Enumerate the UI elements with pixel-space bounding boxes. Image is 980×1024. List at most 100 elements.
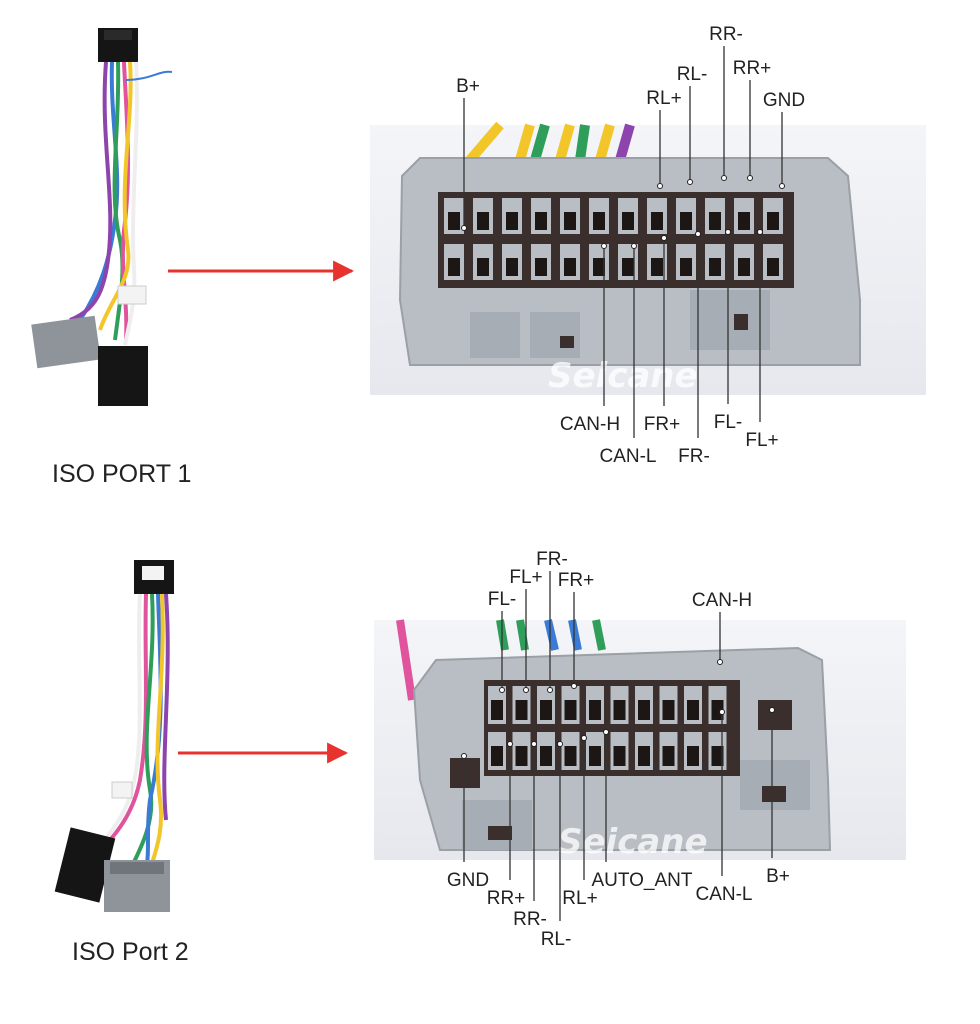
connector-1-pin-hole (535, 212, 547, 230)
port-2-bottom-pin-label: RR+ (487, 888, 526, 909)
connector-2-pin-hole (491, 700, 503, 720)
connector-2-pin-hole (638, 700, 650, 720)
port-2-top-pin-dot (571, 683, 577, 689)
watermark-1: Seicane (548, 356, 698, 396)
connector-2-pin-hole (711, 700, 724, 720)
connector-2-pin-hole (613, 700, 626, 720)
connector-1-pin-hole (477, 212, 489, 230)
port-1-top-pin-dot (657, 183, 663, 189)
connector-2-pin-hole (589, 700, 601, 720)
connector-2-pin-hole (687, 700, 699, 720)
port-2-bottom-pin-dot (581, 735, 587, 741)
connector-1-pin-hole (535, 258, 547, 276)
connector-1-pin-hole (593, 212, 605, 230)
port-2-bottom-pin-label: B+ (766, 866, 790, 887)
port-1-bottom-pin-dot (725, 229, 731, 235)
port-1-bottom-pin-dot (695, 231, 701, 237)
port-1-top-pin-label: RL- (677, 64, 708, 85)
connector-2-pin-hole (662, 700, 675, 720)
connector-1-pin-hole (709, 212, 721, 230)
port-2-bottom-pin-dot (557, 741, 563, 747)
port-1-top-pin-dot (779, 183, 785, 189)
connector-1-image (370, 121, 926, 395)
port-2-bottom-pin-label: RL- (541, 929, 572, 950)
connector-2-pin-hole (589, 746, 601, 766)
connector-1-pin-hole (477, 258, 489, 276)
port-1-bottom-pin-dot (661, 235, 667, 241)
port-2-bottom-pin-label: RR- (513, 909, 547, 930)
connector-2-pin-hole (711, 746, 724, 766)
port-1: ISO PORT 1 Seicane B+RL+RL-RR-RR+GNDCAN-… (31, 24, 926, 488)
watermark-2: Seicane (558, 822, 708, 862)
port-2-bottom-pin-label: AUTO_ANT (591, 870, 692, 891)
port-2-top-pin-label: FL- (488, 589, 517, 610)
connector-1-pin-hole (564, 212, 576, 230)
port-1-top-pin-label: B+ (456, 76, 480, 97)
connector-1-pin-hole (506, 258, 518, 276)
connector-2-pin-hole (687, 746, 699, 766)
connector-1-pin-hole (448, 258, 460, 276)
connector-1-pin-hole (709, 258, 721, 276)
connector-2-pin-hole (515, 700, 528, 720)
port-1-bottom-pin-label: FL- (714, 412, 743, 433)
port-1-bottom-pin-label: FR+ (644, 414, 680, 435)
port-1-bottom-pin-label: FR- (678, 446, 710, 467)
connector-1-pin-hole (738, 212, 750, 230)
connector-2-pin-hole (564, 746, 577, 766)
port-2-top-pin-label: CAN-H (692, 590, 752, 611)
port-1-bottom-pin-label: CAN-L (599, 446, 656, 467)
connector-2-pin-hole (540, 746, 552, 766)
port-2-top-pin-dot (717, 659, 723, 665)
connector-1-pin-hole (564, 258, 576, 276)
port-1-top-pin-dot (721, 175, 727, 181)
port-1-top-pin-label: GND (763, 90, 805, 111)
port-1-bottom-pin-label: FL+ (745, 430, 778, 451)
port-1-top-pin-label: RL+ (646, 88, 681, 109)
port-2-bottom-pin-label: GND (447, 870, 489, 891)
connector-2-pin-hole (613, 746, 626, 766)
port-2-top-pin-dot (523, 687, 529, 693)
connector-1-pin-hole (448, 212, 460, 230)
connector-1-pin-hole (738, 258, 750, 276)
port-1-top-pin-label: RR+ (733, 58, 772, 79)
port-2-top-pin-label: FL+ (509, 567, 542, 588)
port-2-bottom-pin-dot (461, 753, 467, 759)
connector-1-pin-hole (622, 258, 634, 276)
port-2-top-pin-label: FR- (536, 549, 568, 570)
harness-1-image (31, 28, 173, 406)
port-2-bottom-pin-label: RL+ (562, 888, 597, 909)
connector-2-pin-hole (540, 700, 552, 720)
connector-2-pin-hole (662, 746, 675, 766)
connector-2-pin-hole (564, 700, 577, 720)
port-2-bottom-pin-dot (507, 741, 513, 747)
port-2-bottom-pin-dot (603, 729, 609, 735)
connector-2-pin-hole (515, 746, 528, 766)
connector-2-image (374, 619, 906, 860)
connector-1-pin-hole (651, 212, 663, 230)
connector-1-pin-hole (506, 212, 518, 230)
port-1-bottom-pin-label: CAN-H (560, 414, 620, 435)
connector-2-pin-hole (638, 746, 650, 766)
port-2-bottom-pin-dot (769, 707, 775, 713)
port-2-bottom-pin-label: CAN-L (695, 884, 752, 905)
port-1-bottom-pin-dot (631, 243, 637, 249)
connector-1-pin-hole (622, 212, 634, 230)
connector-1-pin-hole (680, 212, 692, 230)
port-1-top-pin-dot (461, 225, 467, 231)
harness-2-image (54, 560, 174, 912)
port-2-top-pin-dot (547, 687, 553, 693)
connector-1-pin-hole (593, 258, 605, 276)
port-1-top-pin-dot (747, 175, 753, 181)
port-2-top-pin-dot (499, 687, 505, 693)
port-1-title: ISO PORT 1 (52, 460, 191, 488)
port-2-bottom-pin-dot (719, 709, 725, 715)
connector-2-pin-hole (491, 746, 503, 766)
port-2-top-pin-label: FR+ (558, 570, 594, 591)
port-1-top-pin-dot (687, 179, 693, 185)
port-2-title: ISO Port 2 (72, 938, 189, 966)
connector-1-pin-hole (651, 258, 663, 276)
port-2: ISO Port 2 Seicane FL-FL+FR-FR+CAN-HGNDR… (54, 549, 906, 966)
